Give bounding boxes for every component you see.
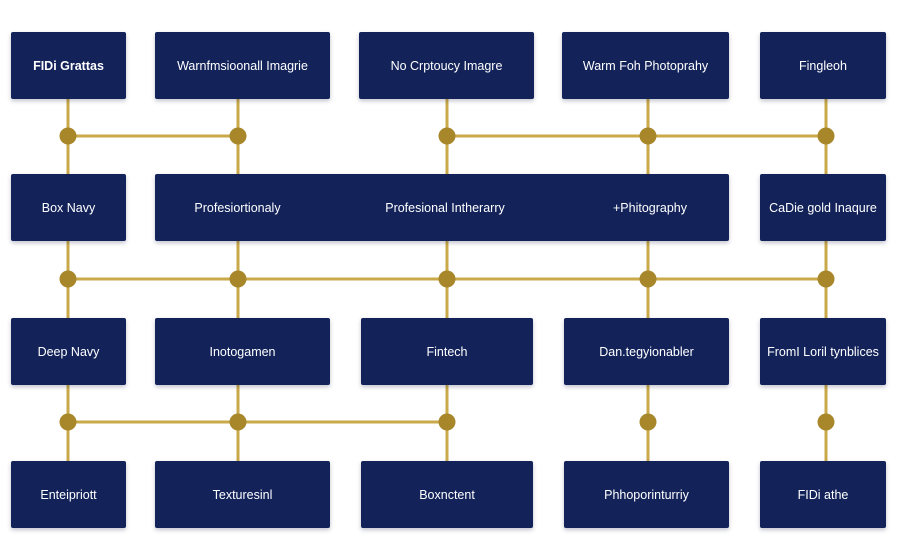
node-r1c5[interactable]: Fingleoh	[760, 32, 886, 99]
junction-dot-2-3	[639, 413, 657, 431]
junction-dot-2-4	[817, 413, 835, 431]
junction-dot-0-1	[229, 127, 247, 145]
junction-dot-2-1	[229, 413, 247, 431]
node-r2-wide[interactable]: Profesiortionaly Profesional Intherarry …	[155, 174, 729, 241]
junction-dot-0-2	[438, 127, 456, 145]
node-r1c1[interactable]: FIDi Grattas	[11, 32, 126, 99]
junction-dot-0-4	[817, 127, 835, 145]
node-r1c2[interactable]: Warnfmsioonall Imagrie	[155, 32, 330, 99]
junction-dot-1-1	[229, 270, 247, 288]
node-r3c2[interactable]: Inotogamen	[155, 318, 330, 385]
node-r4c5[interactable]: FIDi athe	[760, 461, 886, 528]
junction-dot-1-3	[639, 270, 657, 288]
wide-node-segment-3: +Phitography	[612, 200, 687, 215]
node-r2c5[interactable]: CaDie gold Inaqure	[760, 174, 886, 241]
node-r3c3[interactable]: Fintech	[361, 318, 533, 385]
node-r4c4[interactable]: Phhoporinturriy	[564, 461, 729, 528]
node-r2c1[interactable]: Box Navy	[11, 174, 126, 241]
junction-dot-2-2	[438, 413, 456, 431]
node-r3c4[interactable]: Dan.tegyionabler	[564, 318, 729, 385]
junction-dot-1-2	[438, 270, 456, 288]
node-r3c1[interactable]: Deep Navy	[11, 318, 126, 385]
wide-node-segment-1: Profesiortionaly	[194, 200, 281, 215]
node-r3c5[interactable]: FromI Loril tynblices	[760, 318, 886, 385]
junction-dot-0-0	[59, 127, 77, 145]
node-r4c3[interactable]: Boxnctent	[361, 461, 533, 528]
junction-dot-1-0	[59, 270, 77, 288]
wide-node-segment-2: Profesional Intherarry	[385, 200, 505, 215]
node-r1c3[interactable]: No Crptoucy Imagre	[359, 32, 534, 99]
junction-dot-1-4	[817, 270, 835, 288]
node-r1c4[interactable]: Warm Foh Photoprahy	[562, 32, 729, 99]
junction-dot-0-3	[639, 127, 657, 145]
node-r4c1[interactable]: Enteipriott	[11, 461, 126, 528]
junction-dot-2-0	[59, 413, 77, 431]
node-r4c2[interactable]: Texturesinl	[155, 461, 330, 528]
